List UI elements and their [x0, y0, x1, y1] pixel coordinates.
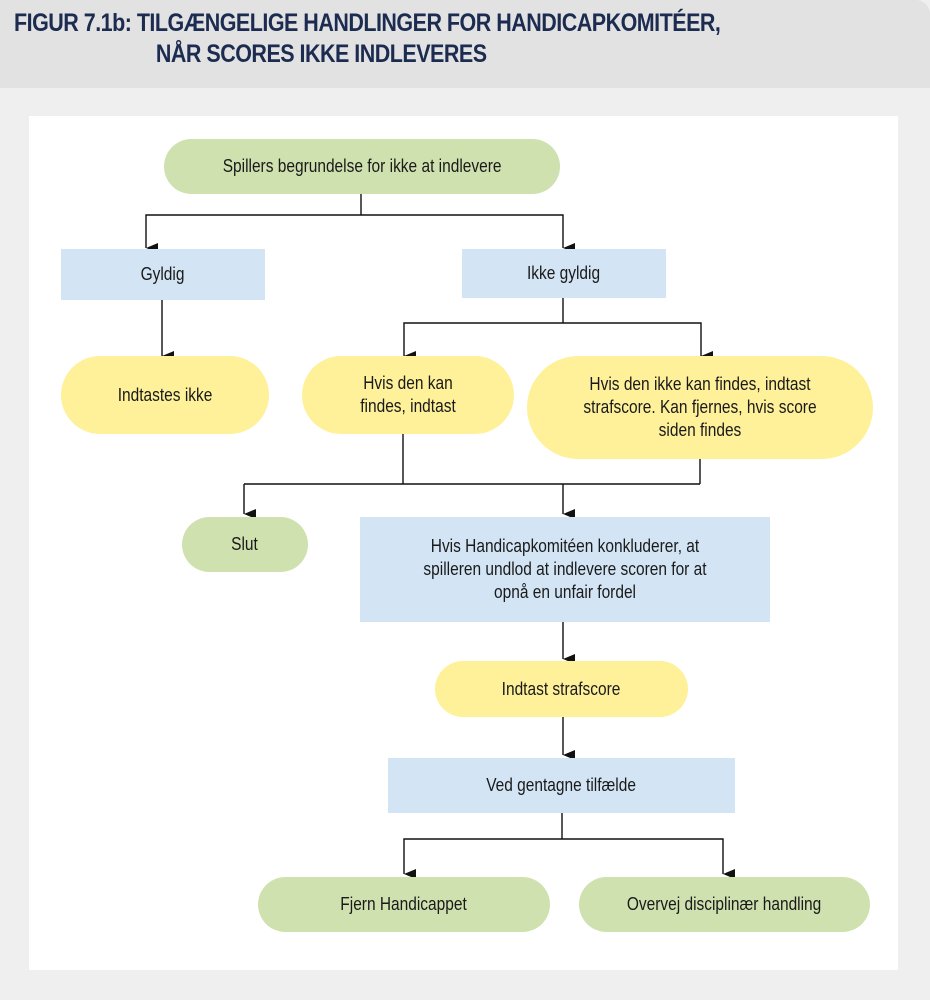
- node-valid: Gyldig: [61, 249, 265, 300]
- figure-title: FIGUR 7.1b: TILGÆNGELIGE HANDLINGER FOR …: [14, 8, 721, 70]
- node-start: Spillers begrundelse for ikke at indleve…: [164, 139, 560, 194]
- node-if-not-found: Hvis den ikke kan findes, indtast strafs…: [527, 356, 873, 459]
- node-enter-penalty: Indtast strafscore: [435, 661, 688, 717]
- node-invalid-label: Ikke gyldig: [527, 263, 601, 283]
- node-disciplinary: Overvej disciplinær handling: [579, 877, 870, 932]
- node-invalid: Ikke gyldig: [462, 249, 666, 298]
- node-enter-penalty-label: Indtast strafscore: [502, 678, 621, 699]
- node-disciplinary-label: Overvej disciplinær handling: [627, 894, 822, 914]
- node-repeated-label: Ved gentagne tilfælde: [486, 775, 637, 795]
- node-if-found: Hvis den kan findes, indtast: [302, 356, 514, 434]
- node-start-label: Spillers begrundelse for ikke at indleve…: [222, 156, 502, 176]
- node-valid-label: Gyldig: [141, 264, 185, 284]
- node-not-entered: Indtastes ikke: [61, 356, 269, 434]
- figure-header: FIGUR 7.1b: TILGÆNGELIGE HANDLINGER FOR …: [0, 0, 930, 88]
- node-remove-handicap: Fjern Handicappet: [258, 877, 550, 932]
- node-end: Slut: [182, 517, 308, 572]
- node-committee-concludes-label: Hvis Handicapkomitéen konkluderer, at sp…: [423, 536, 707, 602]
- node-end-label: Slut: [231, 534, 259, 554]
- node-committee-concludes: Hvis Handicapkomitéen konkluderer, at sp…: [360, 517, 770, 622]
- figure-title-line-1: FIGUR 7.1b: TILGÆNGELIGE HANDLINGER FOR …: [14, 9, 721, 37]
- node-if-not-found-label: Hvis den ikke kan findes, indtast strafs…: [583, 374, 817, 440]
- node-remove-handicap-label: Fjern Handicappet: [340, 894, 468, 914]
- node-if-found-label: Hvis den kan findes, indtast: [360, 373, 456, 416]
- node-repeated: Ved gentagne tilfælde: [388, 758, 735, 813]
- figure-title-line-2: NÅR SCORES IKKE INDLEVERES: [155, 40, 487, 68]
- node-not-entered-label: Indtastes ikke: [117, 384, 213, 405]
